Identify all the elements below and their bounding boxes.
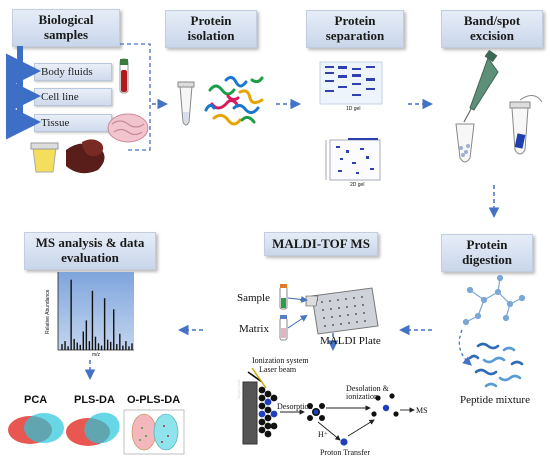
mass-spectrum-chart [57,272,134,351]
maldi-plate-icon [287,287,379,335]
target-plate-icon [242,367,267,445]
blood-tube-icon [119,58,129,94]
gel-2d-label: 2D gel [350,182,365,188]
spectrum-peak [67,346,69,350]
brain-icon [107,113,149,143]
spectrum-peak [91,290,94,350]
gel-1d-label: 1D gel [346,106,361,112]
stat-oplsda-label: O-PLS-DA [127,394,181,406]
maldi-matrix-label: Matrix [239,323,269,335]
spectrum-peak [94,336,97,350]
spectrum-peak [73,338,75,350]
sample-tissue: Tissue [34,114,112,132]
tissue-samples-icon [66,139,105,174]
stat-pca-label: PCA [24,394,48,406]
spectrum-peak [131,343,133,350]
spectrum-peak [64,341,66,350]
ion-cluster-icon [258,386,278,438]
spectrum-peak [128,346,130,350]
oplsda-plot-icon [123,409,185,455]
protein-blobs-icon [204,75,264,126]
step-band-excision: Band/spot excision [441,10,543,48]
step-protein-separation: Protein separation [306,10,404,48]
urine-cup-icon [30,142,59,173]
sample-cell-line: Cell line [34,88,112,106]
step-protein-isolation: Protein isolation [165,10,257,48]
gel-2d-icon [325,138,381,181]
protein-network-icon [462,274,526,326]
step-biological-samples: Biological samples [12,9,120,47]
sample-bracket [120,43,151,151]
spectrum-peak [125,341,127,350]
spectrum-ylabel: Relative Abundance [45,289,51,334]
spectrum-xlabel: m/z [92,352,101,358]
spectrum-peak [122,345,124,350]
gel-1d-icon [319,61,383,105]
ionization-label: Ionization system [252,356,309,365]
excision-tubes-icon [455,95,543,163]
step-ms-analysis: MS analysis & data evaluation [24,232,156,270]
pipette-icon [463,49,499,123]
spectrum-peak [113,309,115,350]
proton-molecule-icon [340,438,348,446]
desorbed-cluster-icon [307,403,325,421]
tube-icon [177,81,195,126]
step-protein-digestion: Protein digestion [441,234,533,272]
peptide-mixture-label: Peptide mixture [460,394,530,406]
flow-arrows [84,98,500,380]
maldi-plate-label: MALDI Plate [320,335,381,347]
spectrum-peak [79,344,81,350]
spectrum-peak [119,333,121,350]
spectrum-peak [61,344,63,350]
spectrum-peak [110,341,112,350]
proton-label: H⁺ [318,430,328,439]
spectrum-peak [82,331,84,350]
plsda-plot-icon [66,412,120,446]
spectrum-peak [85,320,88,350]
pca-plot-icon [8,413,64,444]
spectrum-peak [97,343,100,350]
ionized-molecules-icon [371,393,399,417]
step-maldi-tof: MALDI-TOF MS [264,232,378,256]
spectrum-peak [116,344,118,350]
stat-plsda-label: PLS-DA [74,394,115,406]
spectrum-peak [106,339,109,350]
sample-tree [6,46,41,140]
desolvation-label: Desolation & ionization [346,384,389,401]
sample-tube-icon [279,284,288,310]
ms-label: MS [416,406,428,415]
spectrum-peak [88,341,91,350]
maldi-sample-label: Sample [237,292,270,304]
desorption-label: Desorption [277,402,313,411]
target-plate-label: Target plate [236,379,241,400]
matrix-tube-icon [279,315,288,341]
spectrum-peak [76,342,78,350]
proton-transfer-label: Proton Transfer [320,448,371,457]
spectrum-peak [100,345,103,350]
spectrum-peak [103,298,106,350]
spectrum-peak [70,279,72,350]
laser-label: Laser beam [259,365,297,374]
peptide-fragments-icon [468,342,524,388]
